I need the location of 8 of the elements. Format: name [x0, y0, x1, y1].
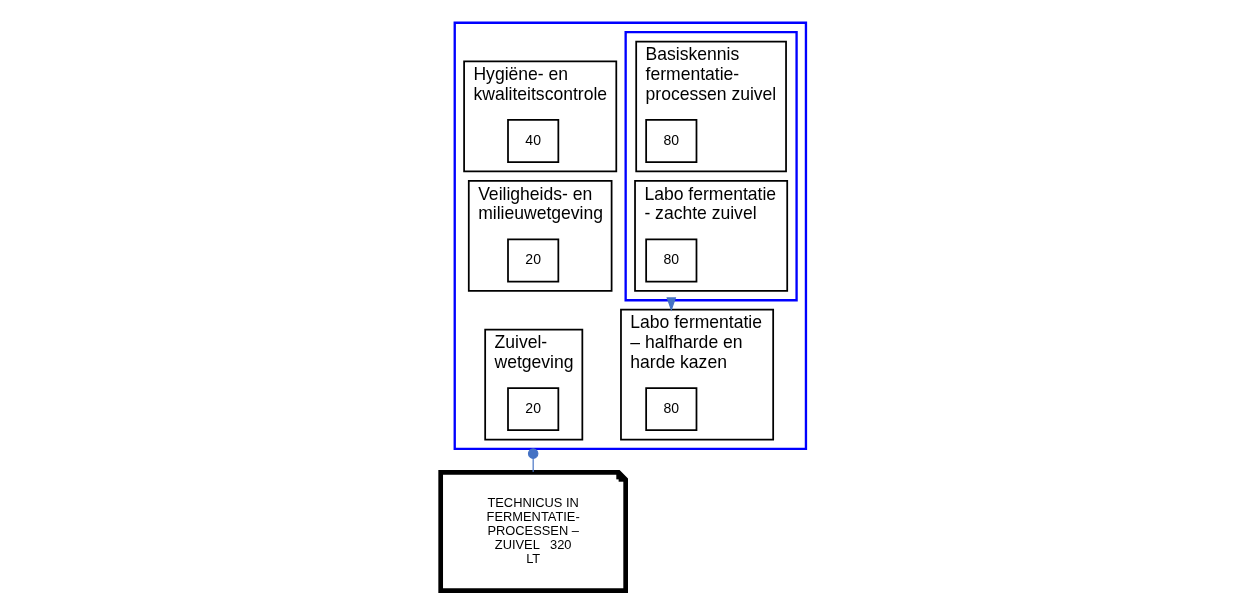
node-box: 20	[506, 238, 559, 283]
cluster	[624, 30, 798, 302]
node-box: 80	[644, 238, 697, 283]
cluster	[453, 21, 807, 451]
node-box: 40	[506, 119, 559, 163]
node-box: 80	[644, 119, 697, 163]
node-box: 80	[644, 387, 697, 432]
node-box: 20	[506, 387, 559, 432]
